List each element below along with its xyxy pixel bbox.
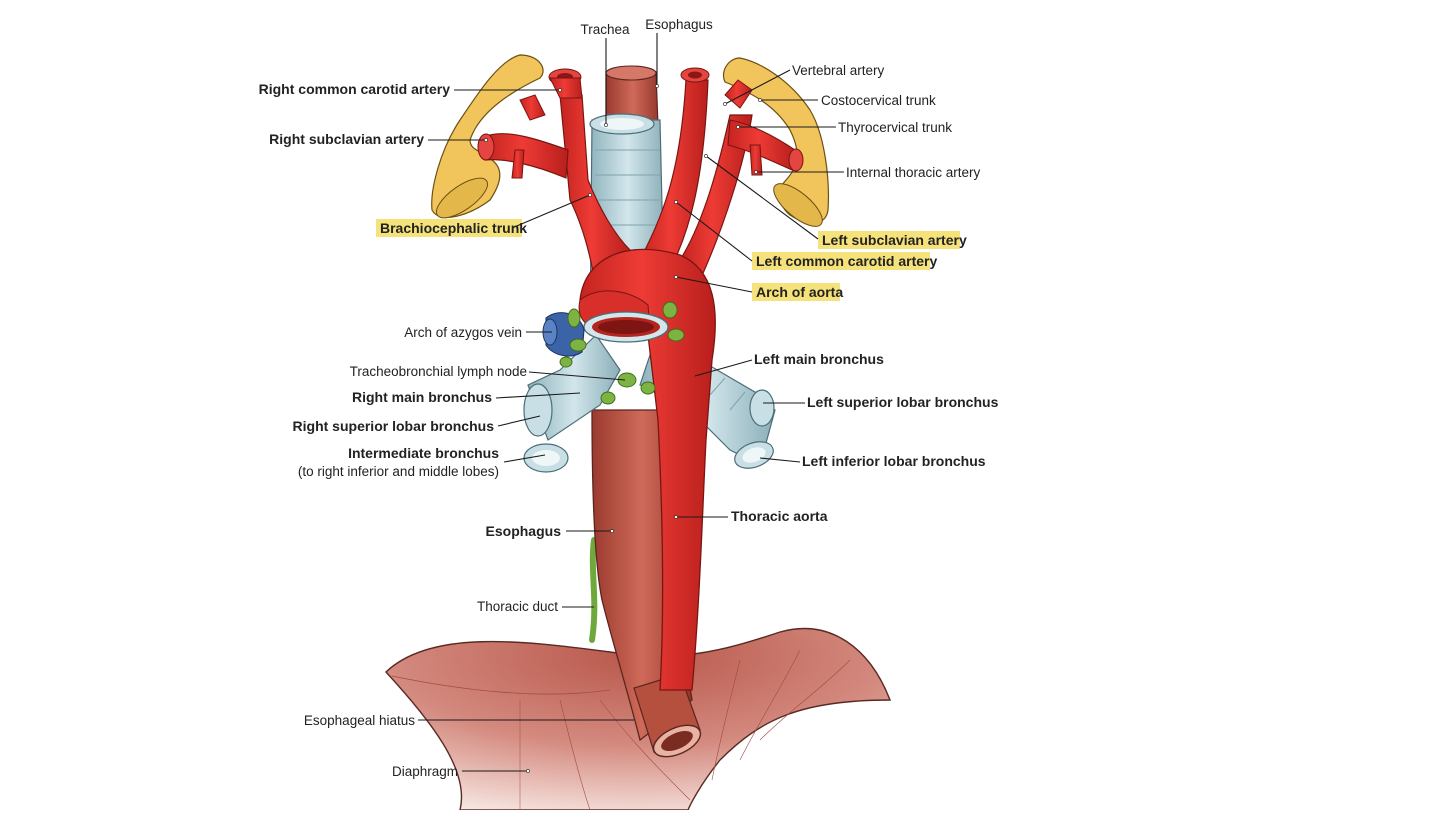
highlight-left-common-carotid-artery	[752, 252, 930, 270]
leader-lines	[418, 33, 844, 772]
label-internal-thoracic-artery: Internal thoracic artery	[846, 165, 981, 180]
label-right-main-bronchus: Right main bronchus	[352, 389, 492, 405]
label-thoracic-duct: Thoracic duct	[477, 599, 558, 614]
label-costocervical-trunk: Costocervical trunk	[821, 93, 936, 108]
label-intermediate-bronchus-note: (to right inferior and middle lobes)	[298, 464, 499, 479]
label-trachea: Trachea	[580, 22, 630, 37]
leader-ticks	[484, 84, 762, 773]
label-right-common-carotid-artery: Right common carotid artery	[259, 81, 451, 97]
highlight-brachiocephalic-trunk	[376, 219, 522, 237]
highlight-left-subclavian-artery	[818, 231, 960, 249]
label-left-inferior-lobar-bronchus: Left inferior lobar bronchus	[802, 453, 986, 469]
label-left-main-bronchus: Left main bronchus	[754, 351, 884, 367]
highlight-arch-of-aorta	[752, 283, 840, 301]
label-thoracic-aorta: Thoracic aorta	[731, 508, 828, 524]
label-esophagus-top: Esophagus	[645, 17, 713, 32]
label-right-subclavian-artery: Right subclavian artery	[269, 131, 424, 147]
label-arch-of-aorta: Arch of aorta	[756, 284, 843, 300]
label-left-common-carotid-artery: Left common carotid artery	[756, 253, 937, 269]
label-tracheobronchial-lymph-node: Tracheobronchial lymph node	[350, 364, 527, 379]
label-thyrocervical-trunk: Thyrocervical trunk	[838, 120, 952, 135]
label-esophageal-hiatus: Esophageal hiatus	[304, 713, 415, 728]
label-vertebral-artery: Vertebral artery	[792, 63, 885, 78]
aorta-shape	[477, 67, 804, 691]
lymph-nodes	[559, 301, 685, 405]
label-brachiocephalic-trunk: Brachiocephalic trunk	[380, 220, 527, 236]
label-diaphragm: Diaphragm	[392, 764, 458, 779]
label-left-subclavian-artery: Left subclavian artery	[822, 232, 967, 248]
label-right-superior-lobar-bronchus: Right superior lobar bronchus	[293, 418, 495, 434]
label-arch-of-azygos-vein: Arch of azygos vein	[404, 325, 522, 340]
thoracic-duct-shape	[589, 537, 598, 643]
label-esophagus-mid: Esophagus	[486, 523, 562, 539]
label-left-superior-lobar-bronchus: Left superior lobar bronchus	[807, 394, 999, 410]
labels: Trachea Esophagus Right common carotid a…	[259, 17, 999, 779]
label-intermediate-bronchus: Intermediate bronchus	[348, 445, 499, 461]
